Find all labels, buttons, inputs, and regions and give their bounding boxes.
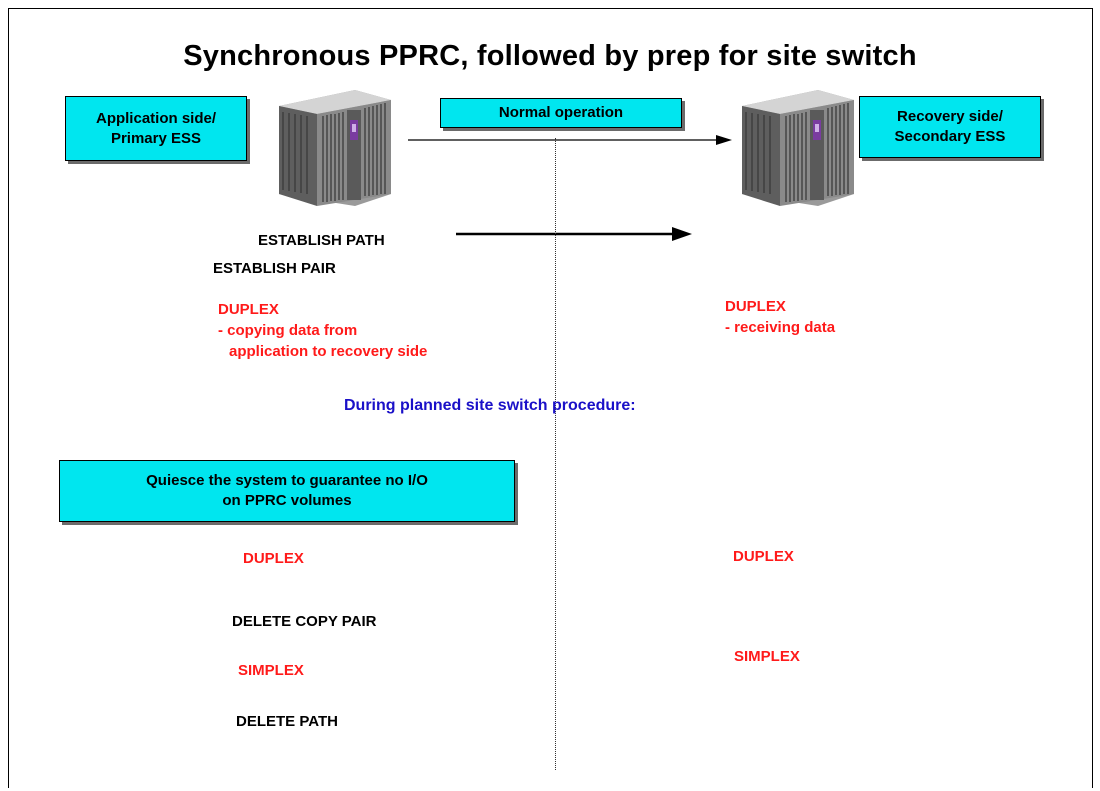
primary-duplex-state-2: DUPLEX [243, 550, 304, 567]
quiesce-line-1: Quiesce the system to guarantee no I/O [146, 472, 428, 489]
planned-switch-heading: During planned site switch procedure: [344, 397, 636, 414]
primary-duplex-desc-2: application to recovery side [229, 343, 428, 360]
establish-path-arrow [456, 227, 692, 241]
primary-duplex-desc-1: - copying data from [218, 322, 358, 339]
page-title: Synchronous PPRC, followed by prep for s… [183, 40, 917, 72]
quiesce-line-2: on PPRC volumes [222, 492, 352, 509]
establish-pair-step: ESTABLISH PAIR [213, 260, 336, 277]
site-divider-line [555, 138, 556, 770]
recovery-side-line-2: Secondary ESS [894, 128, 1006, 145]
delete-copy-pair-step: DELETE COPY PAIR [232, 613, 377, 630]
normal-operation-label: Normal operation [498, 104, 624, 121]
application-side-box: Application side/ Primary ESS [65, 96, 247, 161]
application-side-line-1: Application side/ [95, 109, 216, 127]
primary-simplex-state: SIMPLEX [238, 662, 304, 679]
secondary-duplex-desc: - receiving data [725, 319, 836, 336]
recovery-side-line-1: Recovery side/ [897, 108, 1003, 125]
recovery-side-box: Recovery side/ Secondary ESS [859, 96, 1041, 158]
slide-frame [8, 8, 1093, 788]
application-side-line-2: Primary ESS [110, 129, 202, 147]
secondary-simplex-state: SIMPLEX [734, 648, 800, 665]
primary-duplex-state: DUPLEX [218, 301, 279, 318]
normal-operation-arrow [408, 135, 732, 145]
normal-operation-box: Normal operation [440, 98, 682, 128]
secondary-duplex-state-2: DUPLEX [733, 548, 794, 565]
delete-path-step: DELETE PATH [236, 713, 338, 730]
secondary-duplex-state: DUPLEX [725, 298, 786, 315]
ess-storage-server-icon [742, 90, 854, 206]
quiesce-box: Quiesce the system to guarantee no I/O o… [59, 460, 515, 522]
ess-storage-server-icon [279, 90, 391, 206]
establish-path-step: ESTABLISH PATH [258, 232, 385, 249]
